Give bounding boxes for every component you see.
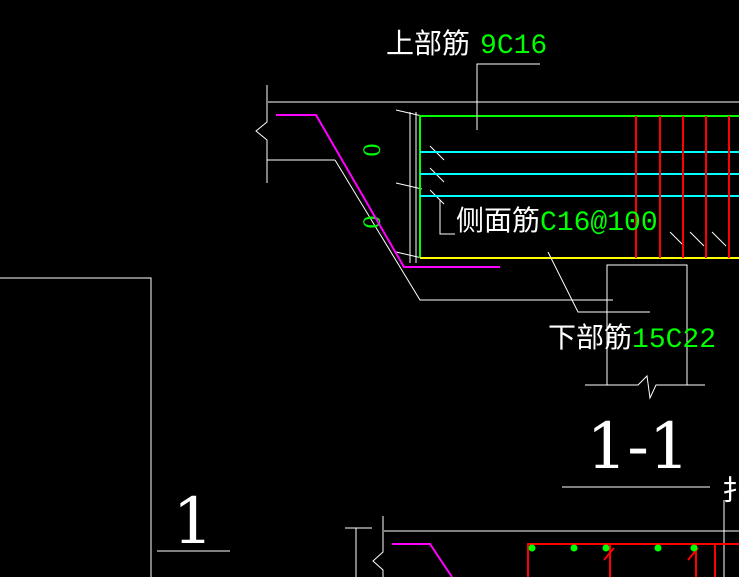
- lower-bent-bar-magenta: [392, 543, 453, 577]
- lower-rebar-dots: [528, 544, 698, 552]
- beam-outline: [255, 85, 739, 301]
- dimension-mark-2: 0: [361, 215, 386, 229]
- section-title: 1-1: [586, 410, 689, 484]
- partial-text: 扌: [722, 474, 739, 507]
- column-outline: [585, 264, 705, 400]
- bent-bar-magenta: [276, 114, 500, 268]
- side-rebar-label: 侧面筋C16@100: [456, 204, 658, 239]
- section-box: [419, 115, 739, 259]
- dimension-mark-1: 0: [361, 143, 386, 157]
- section-mark: 1: [173, 485, 214, 559]
- left-frame: [0, 277, 152, 577]
- bottom-rebar-label: 下部筋15C22: [548, 321, 716, 356]
- leader-lines: [439, 63, 650, 313]
- lower-beam-outline: [345, 500, 739, 577]
- stirrups: [635, 116, 730, 258]
